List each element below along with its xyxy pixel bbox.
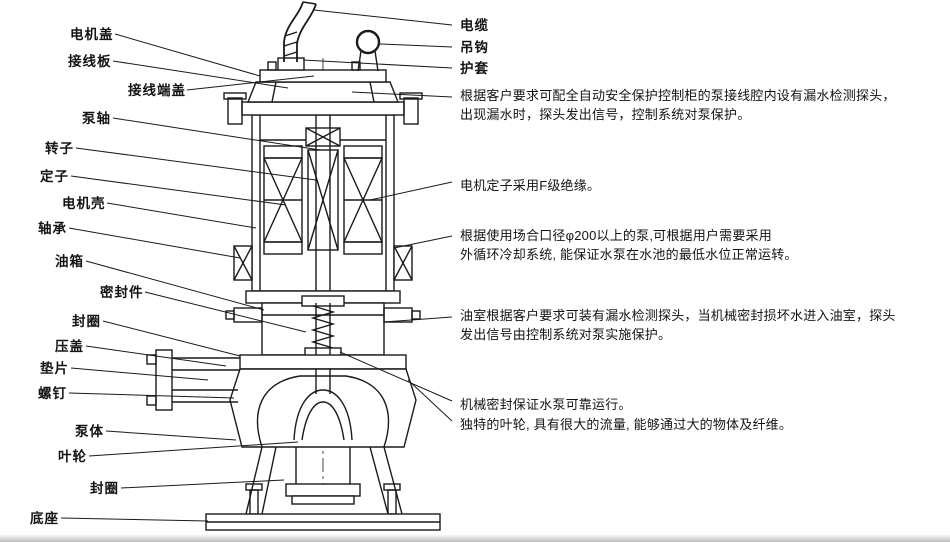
pump-casing-shape [229, 368, 417, 448]
label-base: 底座 [30, 511, 59, 526]
label-gasket: 垫片 [40, 361, 69, 376]
stator-shape [263, 145, 383, 255]
label-seal: 密封件 [100, 285, 144, 300]
oil-chamber-shape [225, 302, 421, 356]
label-hook: 吊钩 [460, 40, 489, 55]
label-seal-ring-lower: 封圈 [90, 481, 119, 496]
label-wiring-board: 接线板 [68, 54, 112, 69]
label-rotor: 转子 [45, 141, 74, 156]
gland-plate-shape [239, 354, 407, 370]
label-motor-housing: 电机壳 [62, 196, 106, 211]
label-screw: 螺钉 [38, 386, 67, 401]
label-sheath: 护套 [460, 61, 489, 76]
note-cooling-system-line2: 外循环冷却系统, 能保证水泵在水池的最低水位正常运转。 [460, 247, 798, 262]
top-flange-shape [223, 92, 423, 125]
label-motor-cover: 电机盖 [70, 27, 114, 42]
label-gland: 压盖 [55, 339, 84, 354]
label-terminal-end-cover: 接线端盖 [128, 83, 186, 98]
label-impeller: 叶轮 [58, 449, 87, 464]
bearing-lugs-shape [233, 245, 413, 281]
note-oil-chamber: 油室根据客户要求可装有漏水检测探头，当机械密封损坏水进入油室，探头 发出信号由控… [460, 306, 896, 344]
pump-drawing [146, 1, 441, 531]
note-impeller: 独特的叶轮, 具有很大的流量, 能够通过大的物体及纤维。 [460, 417, 793, 432]
label-seal-ring-upper: 封圈 [72, 314, 101, 329]
scan-edge-artifact [0, 534, 950, 542]
note-insulation: 电机定子采用F级绝缘。 [460, 178, 601, 193]
note-leak-detection-line2: 出现漏水时，探头发出信号，控制系统对泵保护。 [460, 107, 751, 122]
rotor-shaft-shape [307, 115, 339, 303]
note-leak-detection-line1: 根据客户要求可配全自动安全保护控制柜的泵接线腔内设有漏水检测探头， [460, 88, 896, 103]
note-oil-chamber-line1: 油室根据客户要求可装有漏水检测探头，当机械密封损坏水进入油室，探头 [460, 308, 896, 323]
note-leak-detection: 根据客户要求可配全自动安全保护控制柜的泵接线腔内设有漏水检测探头， 出现漏水时，… [460, 86, 896, 124]
note-mechanical-seal: 机械密封保证水泵可靠运行。 [460, 397, 632, 412]
label-pump-shaft: 泵轴 [82, 111, 111, 126]
note-cooling-system-line1: 根据使用场合口径φ200以上的泵,可根据用户需要采用 [460, 228, 772, 243]
note-oil-chamber-line2: 发出信号由控制系统对泵实施保护。 [460, 327, 672, 342]
label-bearing: 轴承 [38, 221, 67, 236]
note-cooling-system: 根据使用场合口径φ200以上的泵,可根据用户需要采用 外循环冷却系统, 能保证水… [460, 226, 798, 264]
upper-bearing-shape [260, 127, 386, 147]
label-pump-body: 泵体 [75, 424, 104, 439]
label-stator: 定子 [40, 169, 69, 184]
impeller-shape [293, 369, 353, 441]
lifting-hook-shape [355, 29, 381, 72]
label-oil-tank: 油箱 [55, 254, 84, 269]
discharge-flange-shape [146, 349, 240, 411]
base-stand-shape [205, 446, 441, 531]
cable-shape [283, 1, 317, 62]
leader-lines [60, 9, 453, 522]
suction-elbow-shape [285, 447, 361, 505]
label-cable: 电缆 [460, 18, 489, 33]
